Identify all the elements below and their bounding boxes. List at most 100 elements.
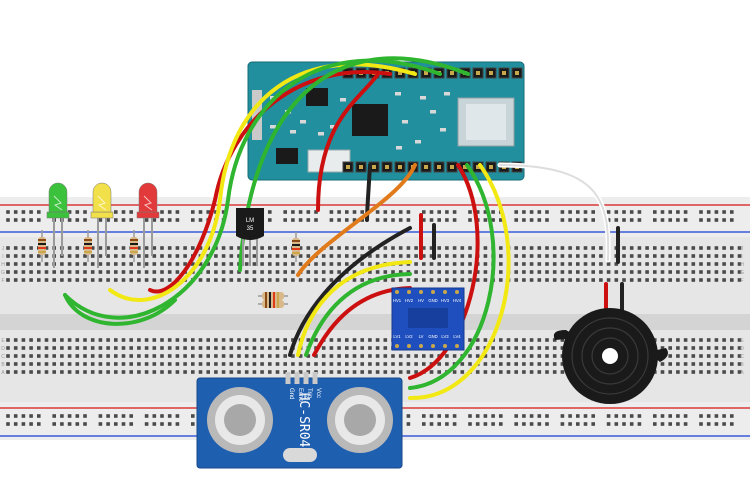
hole <box>560 210 565 214</box>
hole <box>683 218 688 222</box>
mkr-smd-components <box>270 92 450 150</box>
sensor-model-label: HC-SR04 <box>296 393 311 448</box>
hole <box>660 346 665 350</box>
hole <box>706 362 711 366</box>
hole <box>645 270 649 274</box>
hole <box>160 338 164 342</box>
hole <box>152 354 157 358</box>
hole <box>306 254 311 258</box>
resistor-band <box>273 300 275 308</box>
hole <box>52 362 56 366</box>
smd-part <box>415 140 421 144</box>
hole <box>44 246 49 250</box>
hole <box>37 278 41 282</box>
hole <box>660 422 665 426</box>
hole <box>90 354 95 358</box>
hole <box>445 354 449 358</box>
hole <box>298 362 303 366</box>
hole <box>244 262 249 266</box>
hole <box>699 354 703 358</box>
hole <box>98 278 103 282</box>
hole <box>206 262 210 266</box>
hole <box>599 270 603 274</box>
hole <box>83 422 87 426</box>
hole <box>360 354 364 358</box>
hole <box>514 354 518 358</box>
hole <box>175 422 180 426</box>
hole <box>375 338 380 342</box>
hole <box>167 262 172 266</box>
hole <box>714 354 719 358</box>
hole <box>237 354 241 358</box>
resistor-band <box>265 300 267 308</box>
hole <box>90 262 95 266</box>
hole <box>398 278 403 282</box>
hole <box>683 346 688 350</box>
hole <box>629 254 634 258</box>
hole <box>52 270 56 274</box>
row-letter: I <box>741 254 742 260</box>
hole <box>52 354 56 358</box>
hole <box>221 210 226 214</box>
hole <box>221 262 226 266</box>
hole <box>268 246 272 250</box>
hole <box>260 338 264 342</box>
hole <box>676 422 680 426</box>
hole <box>314 262 318 266</box>
hole <box>722 278 726 282</box>
hole <box>706 422 711 426</box>
hole <box>106 362 110 366</box>
hole <box>98 254 103 258</box>
hole <box>98 262 103 266</box>
hole <box>437 270 441 274</box>
hole <box>537 218 542 222</box>
hole <box>506 362 511 366</box>
hole <box>152 422 157 426</box>
hole <box>422 354 426 358</box>
hole <box>237 270 241 274</box>
hole <box>452 254 457 258</box>
hole <box>552 354 557 358</box>
hole <box>499 262 503 266</box>
hole <box>483 270 488 274</box>
hole <box>121 210 126 214</box>
hole <box>244 254 249 258</box>
hole <box>522 210 526 214</box>
hole <box>591 422 595 426</box>
hole <box>260 246 264 250</box>
row-letter: A <box>740 370 744 376</box>
hole <box>452 218 457 222</box>
hole <box>198 210 203 214</box>
hole <box>106 354 110 358</box>
hole <box>475 370 480 374</box>
tmp-label-1: LM <box>246 218 254 224</box>
hole <box>537 338 542 342</box>
hole <box>522 218 526 222</box>
hole <box>329 278 334 282</box>
hole <box>676 254 680 258</box>
hole <box>21 362 26 366</box>
hole <box>437 422 441 426</box>
hole <box>568 278 572 282</box>
hole <box>345 346 349 350</box>
hole <box>175 354 180 358</box>
hole <box>21 422 26 426</box>
hole <box>175 414 180 418</box>
hole <box>260 362 264 366</box>
hole <box>437 210 441 214</box>
hole <box>576 246 580 250</box>
hole <box>699 370 703 374</box>
wire-yellow-level <box>408 163 511 401</box>
wire-black-gnd <box>365 163 372 222</box>
hole <box>75 414 80 418</box>
hole <box>114 354 118 358</box>
hole <box>44 346 49 350</box>
hole <box>560 362 565 366</box>
hole <box>106 270 110 274</box>
hole <box>414 278 418 282</box>
hole <box>283 278 287 282</box>
hole <box>629 262 634 266</box>
hole <box>345 262 349 266</box>
hole <box>60 346 64 350</box>
hole <box>514 362 518 366</box>
